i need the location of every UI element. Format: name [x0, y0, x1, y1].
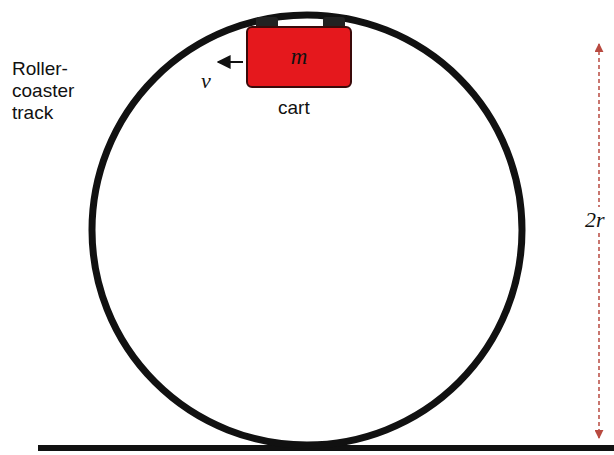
loop-track: [92, 15, 522, 445]
mass-label: m: [291, 44, 308, 70]
diameter-arrow: [598, 44, 600, 438]
track-label: Roller- coaster track: [10, 58, 88, 124]
cart-box: m: [246, 26, 352, 88]
velocity-label: v: [199, 68, 213, 94]
cart-label: cart: [276, 97, 312, 119]
diameter-label: 2r: [583, 207, 607, 233]
velocity-arrow: [218, 61, 243, 63]
